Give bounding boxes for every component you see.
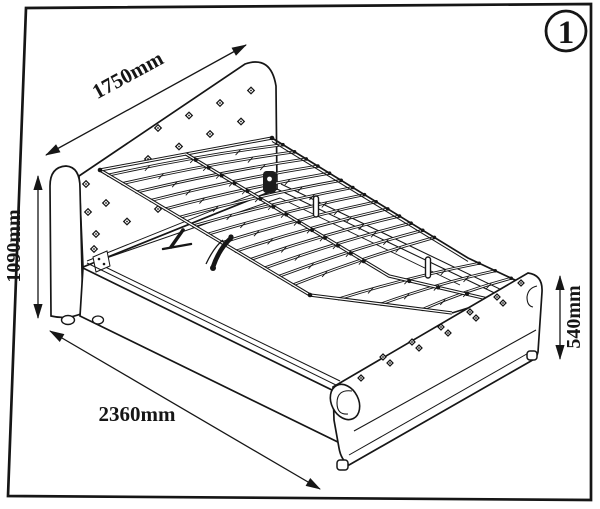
slatted-lift-base <box>97 135 533 315</box>
diagram-border <box>6 2 593 502</box>
footboard-left-scroll-curl <box>336 390 353 415</box>
post-foot <box>60 314 76 326</box>
slat-holder-cap <box>206 165 211 170</box>
footboard-foot <box>526 350 538 361</box>
slat-holder-cap <box>464 291 470 296</box>
mattress-stop-pegs <box>312 195 432 279</box>
slat-holder-cap <box>193 157 198 162</box>
slat-holder-cap <box>361 259 366 264</box>
dimension-arrow-width <box>45 44 247 156</box>
headboard-bottom-inner-edge <box>86 185 274 262</box>
dimension-annotations: 1750mm 1090mm 2360mm 540mm <box>3 44 585 490</box>
box-corner-foot <box>91 315 105 325</box>
footboard-right-scroll-curl <box>526 285 538 308</box>
footboard-tufting-buttons <box>357 279 525 382</box>
prop-leg-bracket <box>161 228 193 251</box>
box-floor-head-edge <box>94 197 281 263</box>
dimension-bed-length: 2360mm <box>49 330 321 490</box>
stop-peg <box>424 256 432 279</box>
dimension-label-height: 1090mm <box>3 209 25 283</box>
far-rail <box>271 137 533 289</box>
slat-holder-cap <box>284 212 289 217</box>
pivot-hinge-bracket <box>263 171 276 193</box>
slat-holder-cap <box>436 285 441 290</box>
dimension-label-footboard-height: 540mm <box>563 285 585 349</box>
footboard-left-scroll-end <box>329 383 361 421</box>
dimension-label-length: 2360mm <box>99 402 176 426</box>
slat-holder-cap <box>232 181 237 186</box>
slat-holder-cap <box>335 243 340 248</box>
scroll-post <box>49 165 84 319</box>
slat-holder-cap <box>296 220 302 225</box>
dimension-footboard-height: 540mm <box>555 275 585 360</box>
slat-holder-cap <box>348 251 353 256</box>
footboard <box>329 272 543 471</box>
badge-circle-icon <box>544 9 588 53</box>
page-number-badge: 1 <box>544 9 588 53</box>
dimension-arrow-length <box>49 330 321 490</box>
slat-holder-cap <box>271 204 276 209</box>
headboard-scroll-post <box>49 165 84 326</box>
slat-holder-cap <box>322 235 328 240</box>
dimension-headboard-height: 1090mm <box>3 175 43 319</box>
footboard-base-edge <box>348 350 533 456</box>
footboard-foot <box>336 459 349 471</box>
slat-holder-cap <box>309 227 315 233</box>
slat-holder-cap <box>219 173 224 178</box>
slat-holder-cap <box>258 196 263 201</box>
gas-lift-strut <box>205 234 234 271</box>
page-number: 1 <box>558 15 575 51</box>
footboard-roll-silhouette <box>353 329 537 432</box>
slat-holder-cap <box>407 278 412 284</box>
stop-peg <box>312 195 320 218</box>
slat-holder-cap <box>245 188 250 194</box>
